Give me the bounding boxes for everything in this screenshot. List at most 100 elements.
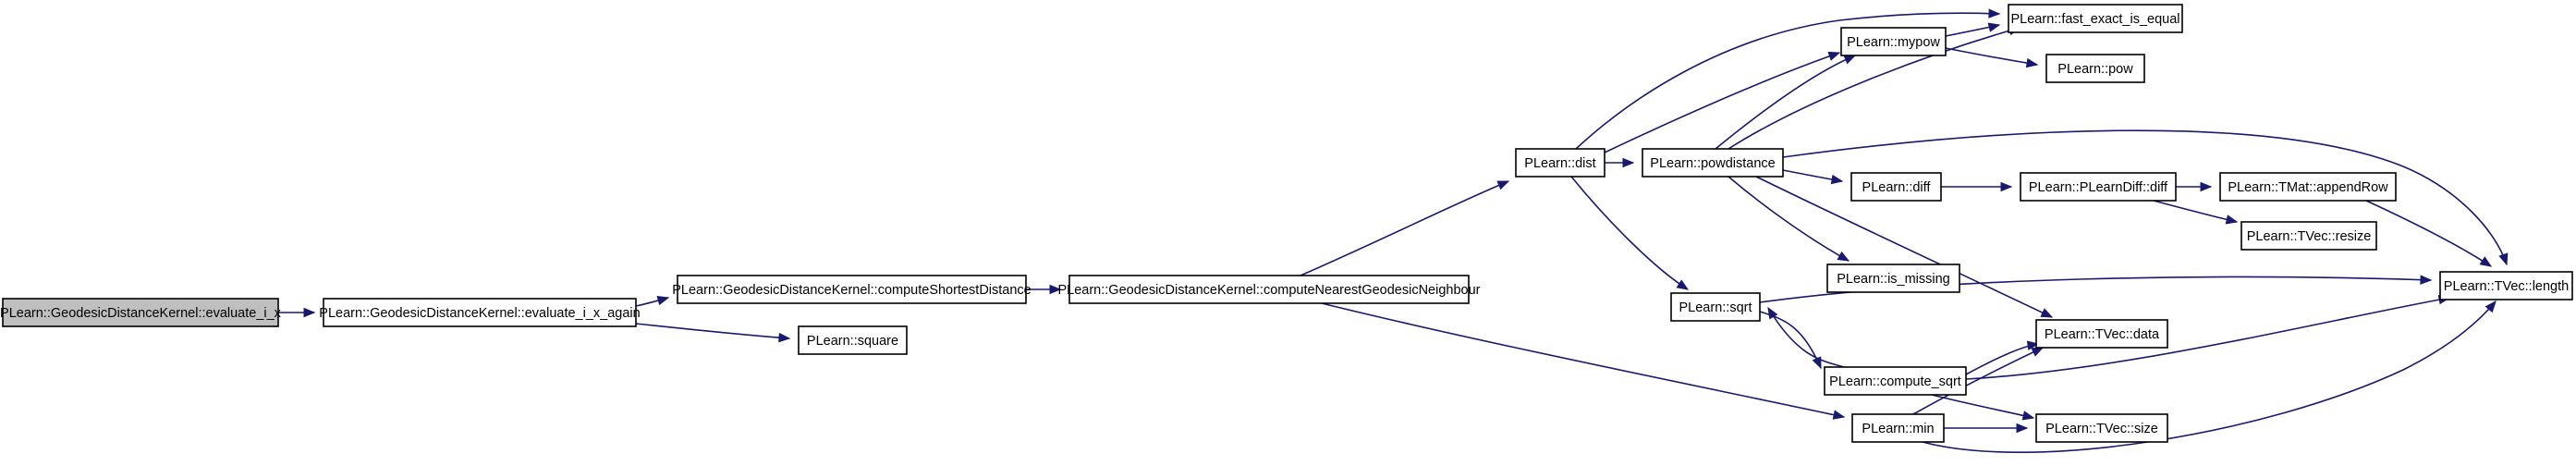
edge-arrowhead xyxy=(2025,57,2039,68)
graph-node-n18[interactable]: PLearn::TVec::resize xyxy=(2240,221,2377,251)
edge-arrowhead xyxy=(2225,215,2239,225)
node-box xyxy=(2035,413,2168,443)
edge-line xyxy=(1931,394,2034,419)
graph-node-n5[interactable]: PLearn::dist xyxy=(1515,148,1605,178)
edge-arrowhead xyxy=(1837,251,1850,262)
graph-node-n10[interactable]: PLearn::sqrt xyxy=(1670,292,1761,322)
edge-arrowhead xyxy=(1830,174,1844,185)
node-label: PLearn::GeodesicDistanceKernel::evaluate… xyxy=(319,306,640,321)
graph-node-n16[interactable]: PLearn::PLearnDiff::diff xyxy=(2020,172,2177,202)
edge-line xyxy=(1965,297,2450,380)
edge-n17-to-n12 xyxy=(2365,200,2493,267)
node-label: PLearn::sqrt xyxy=(1679,300,1752,315)
node-box xyxy=(2240,221,2377,251)
edge-n2-to-n4 xyxy=(1026,284,1062,295)
node-label: PLearn::GeodesicDistanceKernel::computeN… xyxy=(1057,283,1480,298)
graph-node-n15[interactable]: PLearn::TVec::data xyxy=(2035,319,2168,349)
graph-node-n6[interactable]: PLearn::min xyxy=(1851,413,1945,443)
edge-line xyxy=(1604,52,1840,153)
edge-arrowhead xyxy=(2000,181,2013,192)
graph-node-n0: PLearn::GeodesicDistanceKernel::evaluate… xyxy=(0,298,282,327)
edge-arrowhead xyxy=(1496,180,1510,190)
edge-arrowhead xyxy=(2420,275,2433,285)
edge-line xyxy=(635,323,790,339)
node-label: PLearn::PLearnDiff::diff xyxy=(2029,180,2168,195)
edge-n5-to-n7 xyxy=(1605,157,1635,168)
node-box xyxy=(2439,271,2573,300)
edge-n19-to-n20 xyxy=(1931,394,2035,421)
node-label: PLearn::square xyxy=(807,334,898,349)
edge-line xyxy=(1782,129,2508,265)
edge-arrowhead xyxy=(1988,8,2001,18)
node-box xyxy=(2045,54,2145,83)
node-label: PLearn::compute_sqrt xyxy=(1829,374,1961,389)
edge-arrowhead xyxy=(1676,279,1690,290)
graph-node-n2[interactable]: PLearn::GeodesicDistanceKernel::computeS… xyxy=(672,275,1032,304)
graph-node-n9[interactable]: PLearn::fast_exact_is_equal xyxy=(2008,4,2183,33)
node-box xyxy=(1826,264,1960,293)
graph-node-n7[interactable]: PLearn::powdistance xyxy=(1642,148,1784,178)
node-label: PLearn::is_missing xyxy=(1837,272,1950,287)
node-box xyxy=(2035,319,2168,349)
node-box xyxy=(1851,413,1945,443)
edge-line xyxy=(1767,307,1845,368)
graph-node-n8[interactable]: PLearn::mypow xyxy=(1840,27,1947,56)
node-label: PLearn::TVec::resize xyxy=(2247,229,2372,244)
edge-arrowhead xyxy=(1767,306,1778,320)
edge-arrowhead xyxy=(2498,252,2509,266)
node-label: PLearn::TVec::data xyxy=(2045,327,2160,342)
edge-n1-to-n3 xyxy=(635,323,791,343)
edge-n8-to-n11 xyxy=(1945,47,2039,68)
node-box xyxy=(1824,366,1967,396)
edge-arrowhead xyxy=(303,307,316,318)
node-label: PLearn::TVec::length xyxy=(2444,279,2569,294)
edges-layer xyxy=(278,8,2509,453)
node-box xyxy=(2020,172,2177,202)
edge-arrowhead xyxy=(1622,157,1635,168)
graph-node-n17[interactable]: PLearn::TMat::appendRow xyxy=(2219,172,2397,202)
node-box xyxy=(1840,27,1947,56)
graph-node-n19[interactable]: PLearn::compute_sqrt xyxy=(1824,366,1967,396)
node-label: PLearn::mypow xyxy=(1847,35,1940,50)
edge-n0-to-n1 xyxy=(278,307,316,318)
node-label: PLearn::GeodesicDistanceKernel::evaluate… xyxy=(0,306,282,321)
edge-n7-to-n13 xyxy=(1782,169,1844,185)
graph-node-n11[interactable]: PLearn::pow xyxy=(2045,54,2145,83)
graph-node-n4[interactable]: PLearn::GeodesicDistanceKernel::computeN… xyxy=(1057,275,1481,304)
edge-n16-to-n17 xyxy=(2176,181,2213,192)
edge-n7-to-n8 xyxy=(1715,55,1857,150)
edge-n16-to-n18 xyxy=(2153,200,2239,225)
edge-n6-to-n20 xyxy=(1944,423,2029,434)
graph-node-n13[interactable]: PLearn::diff xyxy=(1850,172,1942,202)
edge-line xyxy=(1922,300,2497,453)
edge-line xyxy=(1570,176,1689,290)
edge-n6-to-n12 xyxy=(1922,300,2497,453)
node-box xyxy=(2008,4,2183,33)
node-box xyxy=(323,298,637,327)
node-label: PLearn::pow xyxy=(2057,62,2133,77)
edge-line xyxy=(1575,12,2000,150)
edge-line xyxy=(1728,27,2021,150)
node-box xyxy=(2,298,279,327)
graph-node-n1[interactable]: PLearn::GeodesicDistanceKernel::evaluate… xyxy=(319,298,641,327)
graph-node-n14[interactable]: PLearn::is_missing xyxy=(1826,264,1960,293)
edge-line xyxy=(2153,200,2238,223)
node-box xyxy=(2219,172,2397,202)
graph-node-n3[interactable]: PLearn::square xyxy=(798,325,908,355)
graph-node-n12[interactable]: PLearn::TVec::length xyxy=(2439,271,2573,300)
edge-arrowhead xyxy=(1827,51,1841,61)
edge-line xyxy=(2365,200,2492,267)
edge-n1-to-n2 xyxy=(635,295,670,307)
nodes-layer: PLearn::GeodesicDistanceKernel::evaluate… xyxy=(0,4,2573,443)
edge-line xyxy=(1755,176,2053,318)
edge-arrowhead xyxy=(2479,256,2493,267)
edge-line xyxy=(1300,180,1509,276)
edge-arrowhead xyxy=(778,332,791,343)
graph-node-n20[interactable]: PLearn::TVec::size xyxy=(2035,413,2168,443)
node-box xyxy=(1515,148,1605,178)
edge-line xyxy=(1759,311,1822,369)
edge-n8-to-n9 xyxy=(1945,22,2001,37)
edge-line xyxy=(1715,55,1856,150)
node-box xyxy=(1670,292,1761,322)
edge-arrowhead xyxy=(2026,340,2040,350)
